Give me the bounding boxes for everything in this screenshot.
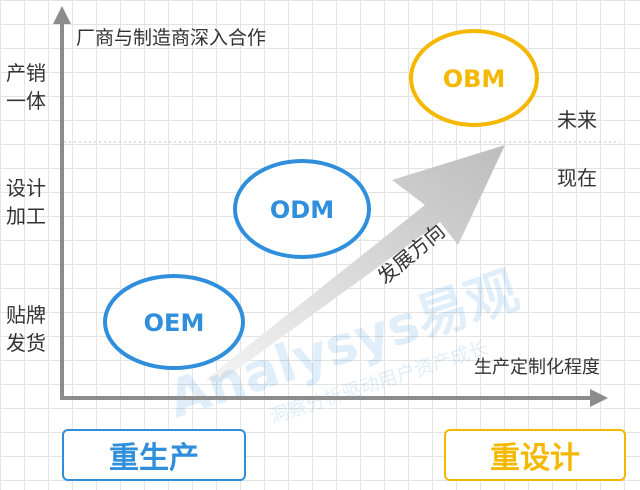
y-level-label: 设计 — [6, 176, 46, 200]
development-arrow — [205, 145, 505, 382]
now-label: 现在 — [557, 166, 597, 190]
y-level-label: 贴牌 — [6, 303, 46, 327]
obm-ellipse — [409, 29, 539, 127]
future-label: 未来 — [557, 108, 597, 132]
production-focus-label: 重生产 — [109, 441, 199, 476]
design-focus-box: 重设计 — [444, 429, 626, 481]
x-axis-title: 生产定制化程度 — [474, 357, 600, 378]
oem-label: OEM — [144, 309, 205, 337]
design-focus-label: 重设计 — [490, 441, 580, 476]
odm-ellipse — [233, 159, 371, 259]
x-axis-arrowhead — [590, 389, 608, 407]
oem-ellipse — [103, 274, 245, 370]
production-focus-box: 重生产 — [62, 429, 246, 481]
odm-label: ODM — [270, 196, 334, 224]
y-level-label: 产销 — [6, 61, 46, 85]
y-level-label: 加工 — [6, 204, 46, 228]
y-axis-title: 厂商与制造商深入合作 — [76, 27, 266, 49]
y-level-label: 一体 — [6, 89, 46, 113]
y-axis-arrowhead — [53, 6, 71, 24]
y-level-label: 发货 — [6, 331, 46, 355]
obm-label: OBM — [443, 65, 506, 93]
